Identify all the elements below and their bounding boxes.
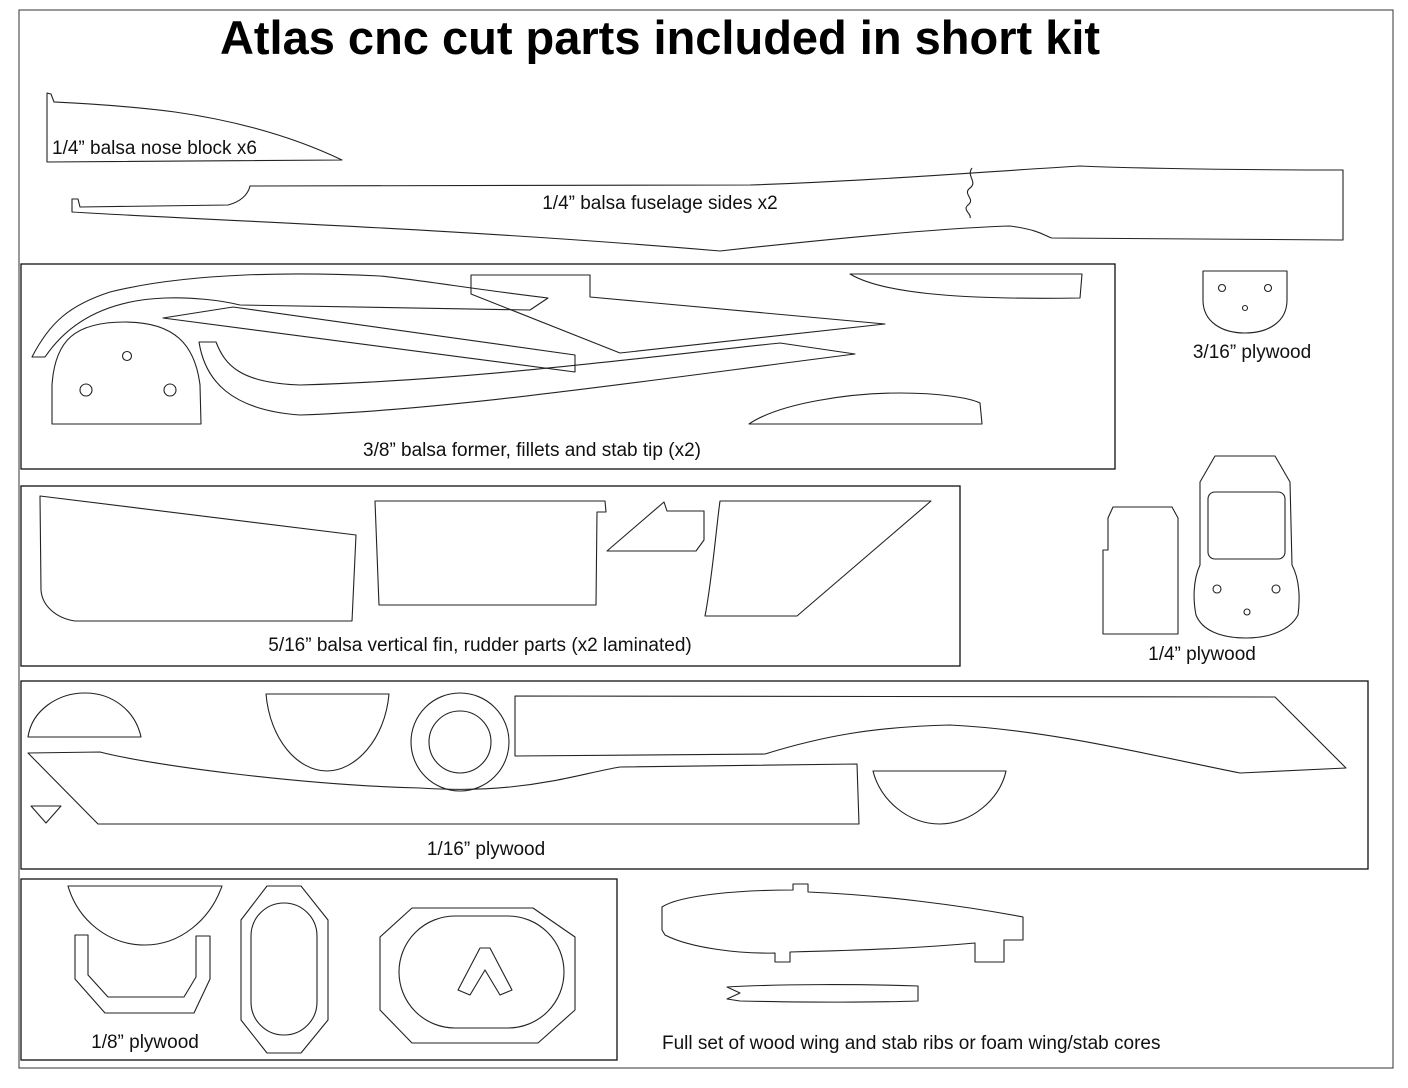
ply-1-16-bowl-part xyxy=(265,693,390,772)
vertical-fin-part xyxy=(39,495,357,622)
fuselage-sides-label: 1/4” balsa fuselage sides x2 xyxy=(542,193,778,214)
plywood-3-16-label: 3/16” plywood xyxy=(1193,342,1311,363)
wing-rib-part xyxy=(661,883,1024,963)
vertical-fin-label: 5/16” balsa vertical fin, rudder parts (… xyxy=(268,635,691,656)
stab-rib-part xyxy=(726,984,919,1003)
fillet-long-part xyxy=(470,274,886,354)
fillet-outer-part xyxy=(31,273,549,358)
plywood-1-4-label: 1/4” plywood xyxy=(1148,644,1256,665)
ply-1-8-bowl-part xyxy=(67,885,223,946)
ply-1-16-long-bottom-part xyxy=(27,751,860,825)
former-fillets-box xyxy=(20,263,1116,470)
plywood-1-4-doubler xyxy=(1102,506,1179,635)
vertical-fin-box xyxy=(20,485,961,667)
plywood-3-16-former xyxy=(1202,270,1288,334)
plywood-1-8-box xyxy=(20,878,618,1061)
rudder-part-2 xyxy=(606,501,705,552)
stab-tip-upper-part xyxy=(849,273,1083,299)
ply-1-16-ring-part xyxy=(410,692,510,792)
fillet-strip-part xyxy=(162,306,576,373)
stab-tip-lower-part xyxy=(748,392,983,425)
rudder-part-1 xyxy=(374,500,607,606)
rudder-part-3 xyxy=(704,500,932,617)
ply-1-8-octagon-frame-part xyxy=(379,907,576,1044)
page-frame xyxy=(18,9,1394,1069)
former-part xyxy=(51,321,202,425)
ply-1-16-long-top-part xyxy=(514,695,1347,774)
ribs-cores-label: Full set of wood wing and stab ribs or f… xyxy=(662,1033,1160,1054)
fuselage-side-part xyxy=(71,165,1344,252)
ply-1-8-oval-frame-part xyxy=(240,885,329,1054)
fillet-curve-part xyxy=(198,341,856,416)
ply-1-16-dome-part xyxy=(27,692,142,738)
plywood-1-4-firewall xyxy=(1193,455,1300,639)
ply-1-16-small-tab-part xyxy=(30,805,62,824)
ply-1-8-cradle-part xyxy=(74,934,211,1014)
sheet-title: Atlas cnc cut parts included in short ki… xyxy=(220,11,1100,64)
nose-block-part xyxy=(46,92,343,163)
plywood-1-8-label: 1/8” plywood xyxy=(91,1032,199,1053)
plywood-1-16-box xyxy=(20,680,1369,870)
plywood-1-16-label: 1/16” plywood xyxy=(427,839,545,860)
former-fillets-label: 3/8” balsa former, fillets and stab tip … xyxy=(363,440,701,461)
ply-1-16-half-round-part xyxy=(872,770,1007,825)
nose-block-label: 1/4” balsa nose block x6 xyxy=(52,138,257,159)
